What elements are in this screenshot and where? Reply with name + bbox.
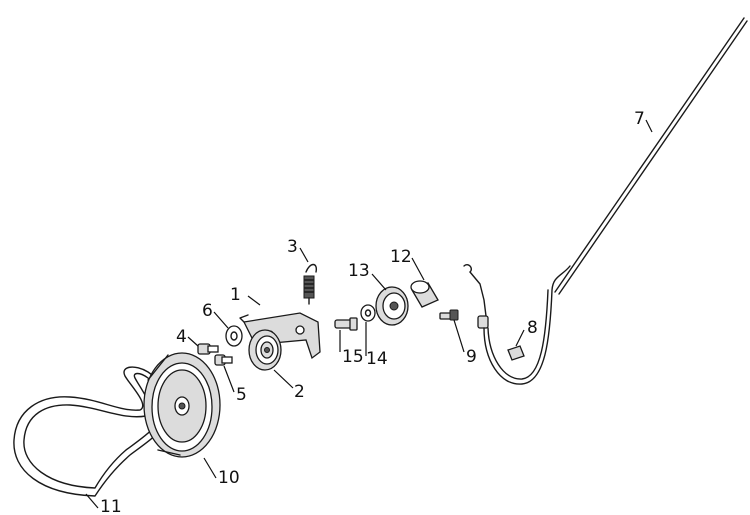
- callout-11: 11: [85, 493, 122, 515]
- spacer-part: [410, 280, 439, 308]
- idler-pulley-part: [248, 329, 282, 371]
- callout-7: 7: [634, 109, 653, 133]
- svg-text:14: 14: [366, 349, 388, 369]
- control-cable-part: [463, 263, 571, 385]
- callout-15: 15: [339, 330, 364, 367]
- svg-text:15: 15: [342, 347, 364, 367]
- svg-text:7: 7: [634, 109, 645, 129]
- svg-text:2: 2: [294, 382, 305, 402]
- idler-pulley-13-part: [375, 286, 409, 326]
- bolt-4-part: [197, 343, 219, 355]
- cable-screw-part: [439, 309, 459, 321]
- callout-6: 6: [202, 301, 229, 329]
- spring-part: [303, 263, 318, 305]
- washer-6-part: [225, 325, 243, 347]
- svg-text:4: 4: [176, 327, 187, 347]
- svg-text:10: 10: [218, 468, 240, 488]
- callout-9: 9: [453, 319, 477, 367]
- washer-14-part: [360, 304, 376, 322]
- svg-text:11: 11: [100, 497, 122, 515]
- svg-text:3: 3: [287, 237, 298, 257]
- callout-2: 2: [273, 369, 305, 402]
- cable-clip-part: [507, 345, 525, 361]
- control-rod-part: [554, 17, 748, 295]
- svg-text:5: 5: [236, 385, 247, 405]
- bolt-5-part: [214, 354, 233, 366]
- callout-8: 8: [515, 318, 538, 347]
- svg-text:1: 1: [230, 285, 241, 305]
- svg-text:6: 6: [202, 301, 213, 321]
- callout-1: 1: [230, 285, 261, 306]
- callout-12: 12: [390, 247, 425, 281]
- callout-13: 13: [348, 261, 387, 291]
- callout-3: 3: [287, 237, 309, 263]
- callout-5: 5: [223, 365, 247, 405]
- svg-text:12: 12: [390, 247, 412, 267]
- bolt-15-part: [334, 317, 358, 331]
- callout-10: 10: [203, 457, 240, 488]
- callout-4: 4: [176, 327, 199, 347]
- callout-14: 14: [365, 322, 388, 369]
- svg-text:13: 13: [348, 261, 370, 281]
- svg-text:8: 8: [527, 318, 538, 338]
- svg-text:9: 9: [466, 347, 477, 367]
- large-pulley-part: [143, 352, 221, 458]
